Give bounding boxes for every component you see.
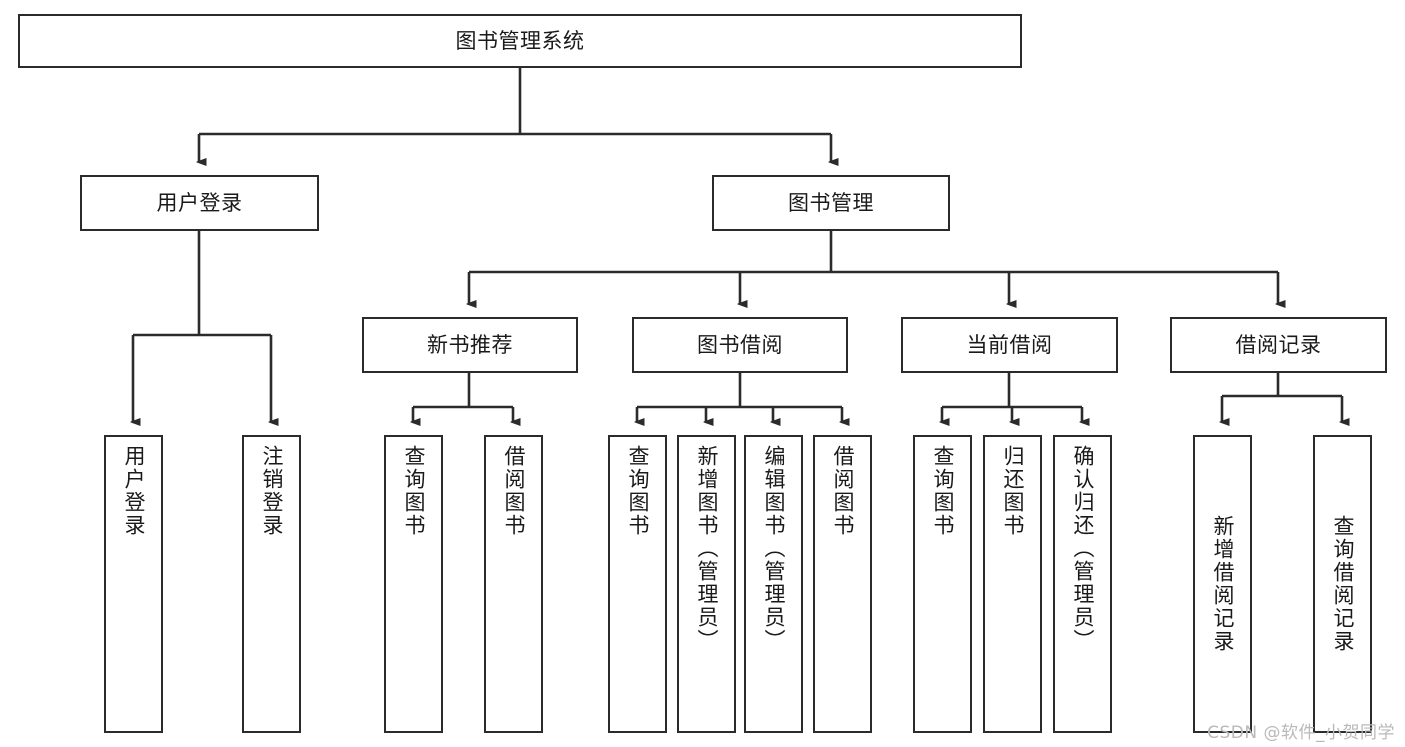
- leaf-return-book[interactable]: 归还图书: [983, 435, 1042, 733]
- watermark-text: CSDN @软件_小贺同学: [1207, 723, 1395, 743]
- node-user-login[interactable]: 用户登录: [80, 175, 319, 231]
- leaf-new-book-query-label: 查询图书: [402, 445, 426, 537]
- leaf-confirm-return-admin-label: 确认归还（管理员）: [1071, 445, 1095, 652]
- leaf-confirm-return-admin[interactable]: 确认归还（管理员）: [1053, 435, 1112, 733]
- leaf-current-query-book-label: 查询图书: [931, 445, 955, 537]
- leaf-edit-book-admin[interactable]: 编辑图书（管理员）: [744, 435, 803, 733]
- leaf-new-book-query[interactable]: 查询图书: [384, 435, 443, 733]
- leaf-edit-book-admin-label: 编辑图书（管理员）: [762, 445, 786, 652]
- node-new-book-recommend-label: 新书推荐: [427, 332, 513, 357]
- node-current-borrow-label: 当前借阅: [966, 332, 1053, 357]
- leaf-new-book-borrow-label: 借阅图书: [502, 445, 526, 537]
- leaf-current-query-book[interactable]: 查询图书: [913, 435, 972, 733]
- node-root-book-management-system[interactable]: 图书管理系统: [18, 14, 1022, 68]
- leaf-user-login[interactable]: 用户登录: [104, 435, 163, 733]
- node-book-management[interactable]: 图书管理: [712, 175, 950, 231]
- node-new-book-recommend[interactable]: 新书推荐: [362, 317, 578, 373]
- node-root-label: 图书管理系统: [455, 28, 585, 53]
- leaf-add-book-admin[interactable]: 新增图书（管理员）: [677, 435, 736, 733]
- node-user-login-label: 用户登录: [156, 190, 243, 215]
- leaf-borrow-book[interactable]: 借阅图书: [813, 435, 872, 733]
- node-borrow-record[interactable]: 借阅记录: [1170, 317, 1387, 373]
- leaf-add-book-admin-label: 新增图书（管理员）: [695, 445, 719, 652]
- node-current-borrow[interactable]: 当前借阅: [901, 317, 1118, 373]
- leaf-add-borrow-record-label: 新增借阅记录: [1211, 515, 1235, 653]
- node-book-borrow-label: 图书借阅: [697, 332, 783, 357]
- leaf-borrow-book-label: 借阅图书: [831, 445, 855, 537]
- leaf-query-borrow-record[interactable]: 查询借阅记录: [1313, 435, 1372, 733]
- leaf-borrow-query-book-label: 查询图书: [626, 445, 650, 537]
- leaf-borrow-query-book[interactable]: 查询图书: [608, 435, 667, 733]
- node-borrow-record-label: 借阅记录: [1235, 332, 1322, 357]
- leaf-logout-label: 注销登录: [260, 445, 284, 537]
- leaf-new-book-borrow[interactable]: 借阅图书: [484, 435, 543, 733]
- node-book-borrow[interactable]: 图书借阅: [632, 317, 848, 373]
- leaf-user-login-label: 用户登录: [122, 445, 146, 537]
- leaf-logout[interactable]: 注销登录: [242, 435, 301, 733]
- leaf-query-borrow-record-label: 查询借阅记录: [1331, 515, 1355, 653]
- leaf-add-borrow-record[interactable]: 新增借阅记录: [1193, 435, 1252, 733]
- node-book-management-label: 图书管理: [788, 190, 874, 215]
- leaf-return-book-label: 归还图书: [1001, 445, 1025, 537]
